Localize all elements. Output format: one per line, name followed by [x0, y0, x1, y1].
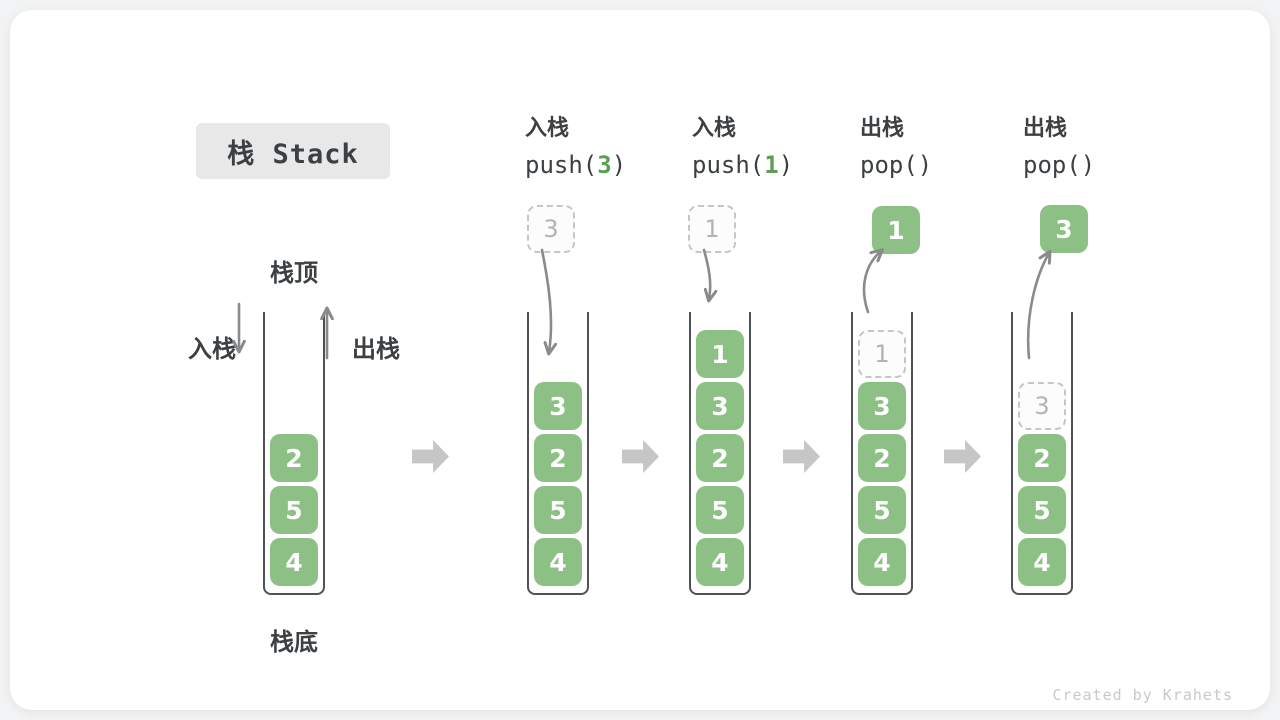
push-arg-value: 1: [764, 151, 779, 179]
stack-state-initial: 2 5 4: [263, 312, 325, 595]
stack-cell: 3: [696, 382, 744, 430]
operation-header-pop-second: 出栈 pop(): [1023, 116, 1183, 178]
push-arg-value: 3: [597, 151, 612, 179]
stack-cell: 1: [696, 330, 744, 378]
stack-cell: 2: [858, 434, 906, 482]
stack-cell: 4: [1018, 538, 1066, 586]
stack-cell: 2: [270, 434, 318, 482]
incoming-element-ghost: 3: [527, 205, 575, 253]
operation-header-push-1: 入栈 push(1): [692, 116, 852, 178]
operation-name: 出栈: [860, 116, 905, 141]
push-direction-label: 入栈: [188, 335, 236, 363]
stack-cell: 2: [534, 434, 582, 482]
stack-cell-ghost: 1: [858, 330, 906, 378]
stack-state-after-pop-first: 1 3 2 5 4: [851, 312, 913, 595]
stack-state-after-push-3: 3 2 5 4: [527, 312, 589, 595]
stack-cell: 3: [534, 382, 582, 430]
stack-state-after-push-1: 1 3 2 5 4: [689, 312, 751, 595]
operation-code: pop(): [1023, 151, 1096, 179]
operation-name: 入栈: [525, 116, 570, 141]
step-arrow-icon: [622, 440, 659, 473]
stack-cell: 2: [1018, 434, 1066, 482]
stack-cell: 4: [534, 538, 582, 586]
operation-name: 出栈: [1023, 116, 1068, 141]
stack-cell: 2: [696, 434, 744, 482]
step-arrow-icon: [783, 440, 820, 473]
operation-header-push-3: 入栈 push(3): [525, 116, 685, 178]
popped-element: 1: [872, 206, 920, 254]
stack-cell: 5: [696, 486, 744, 534]
diagram-title: 栈 Stack: [196, 123, 390, 179]
stack-cell-ghost: 3: [1018, 382, 1066, 430]
stack-cell: 5: [858, 486, 906, 534]
stack-state-after-pop-second: 3 2 5 4: [1011, 312, 1073, 595]
step-arrow-icon: [412, 440, 449, 473]
operation-header-pop-first: 出栈 pop(): [860, 116, 1020, 178]
stack-cell: 5: [534, 486, 582, 534]
stack-bottom-label: 栈底: [270, 628, 318, 656]
step-arrow-icon: [944, 440, 981, 473]
pop-direction-label: 出栈: [352, 335, 400, 363]
operation-code: push(3): [525, 151, 627, 179]
stack-top-label: 栈顶: [270, 259, 318, 287]
diagram-card: 栈 Stack 入栈 push(3) 入栈 push(1) 出栈 pop() 出…: [10, 10, 1270, 710]
stack-cell: 4: [270, 538, 318, 586]
operation-code: pop(): [860, 151, 933, 179]
popped-element: 3: [1040, 205, 1088, 253]
stack-cell: 5: [1018, 486, 1066, 534]
operation-code: push(1): [692, 151, 794, 179]
stack-cell: 4: [696, 538, 744, 586]
watermark-credit: Created by Krahets: [1052, 686, 1233, 704]
operation-name: 入栈: [692, 116, 737, 141]
stack-cell: 5: [270, 486, 318, 534]
incoming-element-ghost: 1: [688, 205, 736, 253]
stack-cell: 3: [858, 382, 906, 430]
stack-cell: 4: [858, 538, 906, 586]
